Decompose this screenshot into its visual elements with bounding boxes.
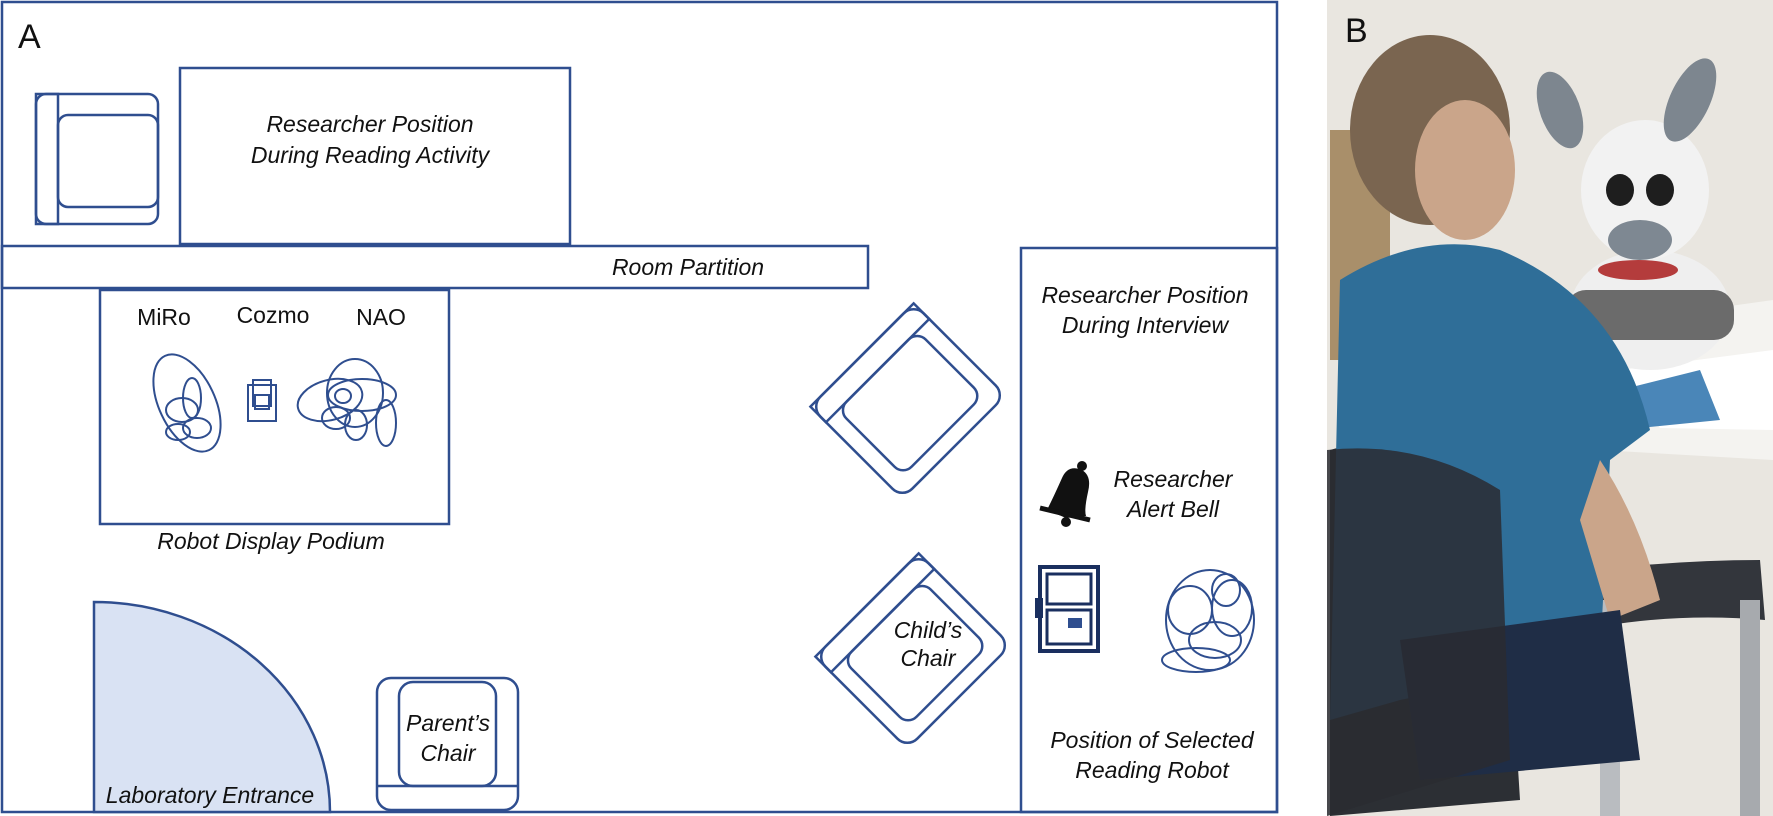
panel-b-photo: B bbox=[1327, 0, 1773, 816]
book-icon bbox=[1035, 565, 1100, 653]
laboratory-entrance-door bbox=[92, 600, 332, 814]
researcher-interview-label-line1: Researcher Position bbox=[1041, 282, 1248, 308]
alert-bell-icon bbox=[1039, 461, 1091, 527]
researcher-armchair-top bbox=[34, 92, 160, 226]
room-partition-label: Room Partition bbox=[612, 254, 764, 280]
parents-chair bbox=[375, 676, 520, 812]
childs-chair-label-line1: Child’s bbox=[894, 617, 963, 643]
nao-label: NAO bbox=[356, 304, 406, 330]
panel-a-letter: A bbox=[18, 18, 41, 56]
laboratory-entrance-label: Laboratory Entrance bbox=[106, 782, 314, 808]
childs-chair bbox=[813, 551, 1007, 745]
selected-reading-robot-icon bbox=[1161, 569, 1255, 673]
panel-a: A Researcher Position During Reading Act… bbox=[0, 0, 1279, 814]
cozmo-label: Cozmo bbox=[237, 302, 310, 328]
robot-display-podium bbox=[98, 288, 451, 526]
childs-chair-label-line2: Chair bbox=[901, 645, 957, 671]
robot-podium-label: Robot Display Podium bbox=[157, 528, 385, 554]
miro-label: MiRo bbox=[137, 304, 191, 330]
parents-chair-label-line2: Chair bbox=[421, 740, 477, 766]
nao-robot-icon bbox=[296, 358, 397, 447]
researcher-interview-desk bbox=[1019, 246, 1279, 814]
interview-armchair bbox=[808, 301, 1002, 495]
selected-robot-label-line2: Reading Robot bbox=[1075, 757, 1230, 783]
researcher-interview-label-line2: During Interview bbox=[1062, 312, 1230, 338]
miro-robot-icon bbox=[152, 353, 222, 453]
cozmo-robot-icon bbox=[247, 379, 277, 422]
panel-b-letter: B bbox=[1345, 12, 1368, 50]
room-partition bbox=[0, 244, 870, 290]
researcher-reading-label-line2: During Reading Activity bbox=[251, 142, 491, 168]
researcher-reading-area bbox=[178, 66, 572, 246]
parents-chair-label-line1: Parent’s bbox=[406, 710, 490, 736]
alert-bell-label-line1: Researcher bbox=[1114, 466, 1234, 492]
researcher-reading-label-line1: Researcher Position bbox=[266, 111, 473, 137]
alert-bell-label-line2: Alert Bell bbox=[1125, 496, 1220, 522]
selected-robot-label-line1: Position of Selected bbox=[1050, 727, 1255, 753]
